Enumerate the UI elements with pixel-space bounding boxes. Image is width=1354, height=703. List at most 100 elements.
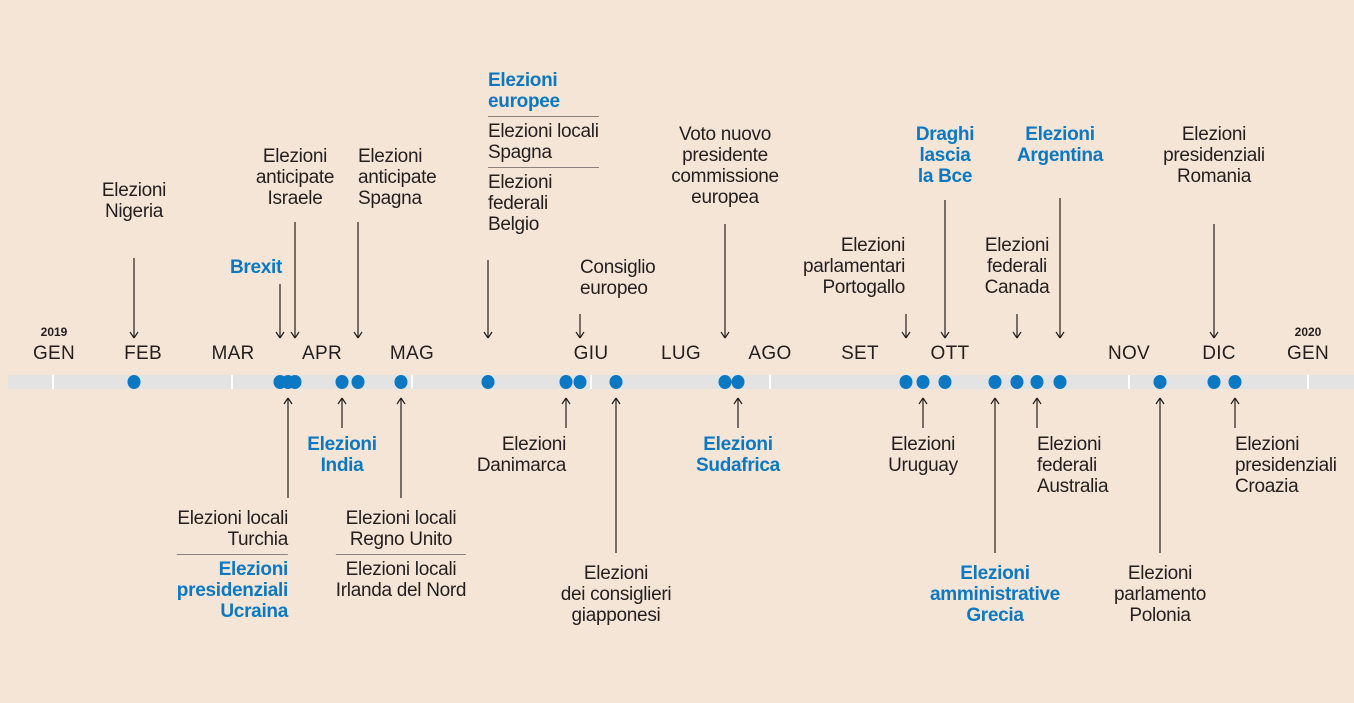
month-label-mar: MAR <box>211 343 255 364</box>
event-arrow <box>901 314 911 339</box>
event-dot <box>481 375 495 389</box>
event-label: Elezioni dei consiglieri giapponesi <box>561 563 672 626</box>
event-dot <box>559 375 573 389</box>
event-arrow <box>129 258 139 339</box>
event-arrow <box>918 397 928 428</box>
event-dot <box>938 375 952 389</box>
event-label: Elezioni India <box>307 434 377 476</box>
event-text: Elezioni anticipate Spagna <box>358 146 437 209</box>
event-dot <box>1207 375 1221 389</box>
event-text: Elezioni locali Turchia <box>177 508 288 550</box>
month-label-giu: GIU <box>573 343 609 364</box>
event-dot <box>1053 375 1067 389</box>
month-label-set: SET <box>841 343 879 364</box>
event-dot <box>731 375 745 389</box>
highlighted-event-text: Brexit <box>229 257 282 278</box>
event-label: Elezioni Danimarca <box>477 434 566 476</box>
event-text: Elezioni Nigeria <box>101 180 167 222</box>
month-label-gen: GEN <box>32 343 76 364</box>
event-text: Elezioni locali Irlanda del Nord <box>335 554 466 601</box>
event-text: Elezioni anticipate Israele <box>255 146 335 209</box>
event-label: Elezioni Argentina <box>1017 124 1103 166</box>
event-arrow <box>575 314 585 339</box>
event-label: Elezioni anticipate Israele <box>255 146 335 209</box>
event-text: Elezioni presidenziali Romania <box>1163 124 1265 187</box>
month-label-lug: LUG <box>661 343 701 364</box>
event-arrow <box>1155 397 1165 553</box>
event-arrow <box>611 397 621 553</box>
event-label: Elezioni amministrative Grecia <box>930 563 1060 626</box>
event-label: Elezioni presidenziali Croazia <box>1235 434 1337 497</box>
event-label: Elezioni Nigeria <box>102 180 166 222</box>
highlighted-event-text: Elezioni presidenziali Ucraina <box>176 554 288 622</box>
month-label-dic: DIC <box>1202 343 1236 364</box>
highlighted-event-text: Elezioni Argentina <box>1017 124 1103 166</box>
event-text: Elezioni federali Australia <box>1037 434 1109 497</box>
event-arrow <box>337 397 347 428</box>
event-dot <box>351 375 365 389</box>
event-dot <box>988 375 1002 389</box>
event-dot <box>609 375 623 389</box>
event-arrow <box>283 397 293 498</box>
month-label-mag: MAG <box>389 343 435 364</box>
event-dot <box>1153 375 1167 389</box>
event-text: Elezioni presidenziali Croazia <box>1235 434 1337 497</box>
event-arrow <box>1209 224 1219 339</box>
event-dot <box>281 375 295 389</box>
event-arrow <box>720 224 730 339</box>
event-dot <box>718 375 732 389</box>
axis-tick <box>231 375 233 389</box>
event-text: Elezioni Uruguay <box>888 434 958 476</box>
event-label: Elezioni presidenziali Romania <box>1163 124 1265 187</box>
event-text: Elezioni parlamento Polonia <box>1113 563 1207 626</box>
event-label: Draghi lascia la Bce <box>915 124 975 187</box>
year-start-label: 2019 <box>40 325 68 339</box>
month-label-nov: NOV <box>1107 343 1151 364</box>
event-text: Elezioni dei consiglieri giapponesi <box>560 563 672 626</box>
event-dot <box>573 375 587 389</box>
event-arrow <box>1230 397 1240 428</box>
event-label: Brexit <box>230 257 282 278</box>
event-text: Elezioni locali Spagna <box>488 116 599 163</box>
event-label: Elezioni parlamentari Portogallo <box>803 235 905 298</box>
event-label: Elezioni Uruguay <box>888 434 958 476</box>
event-label: Voto nuovo presidente commissione europe… <box>671 124 779 208</box>
month-label-feb: FEB <box>124 343 162 364</box>
event-text: Elezioni Danimarca <box>476 434 566 476</box>
highlighted-event-text: Draghi lascia la Bce <box>915 124 975 187</box>
event-arrow <box>353 222 363 339</box>
event-dot <box>1228 375 1242 389</box>
axis-tick <box>769 375 771 389</box>
axis-tick <box>411 375 413 389</box>
event-arrow <box>1012 314 1022 339</box>
event-arrow <box>396 397 406 498</box>
month-label-apr: APR <box>302 343 342 364</box>
event-arrow <box>275 284 285 339</box>
event-label: Elezioni federali Australia <box>1037 434 1109 497</box>
event-text: Consiglio europeo <box>580 257 656 299</box>
event-dot <box>335 375 349 389</box>
event-label: Elezioni anticipate Spagna <box>358 146 437 209</box>
month-label-ago: AGO <box>748 343 792 364</box>
month-label-gen: GEN <box>1286 343 1330 364</box>
year-end-label: 2020 <box>1294 325 1322 339</box>
highlighted-event-text: Elezioni amministrative Grecia <box>930 563 1060 626</box>
event-arrow <box>561 397 571 428</box>
event-label: Elezioni Sudafrica <box>696 434 780 476</box>
event-text: Elezioni federali Belgio <box>488 167 599 235</box>
event-dot <box>127 375 141 389</box>
event-arrow <box>1055 198 1065 339</box>
event-dot <box>899 375 913 389</box>
event-arrow <box>290 222 300 339</box>
event-label: Elezioni parlamento Polonia <box>1114 563 1206 626</box>
event-dot <box>1030 375 1044 389</box>
event-arrow <box>1032 397 1042 428</box>
month-label-ott: OTT <box>930 343 970 364</box>
axis-tick <box>1307 375 1309 389</box>
highlighted-event-text: Elezioni Sudafrica <box>696 434 780 476</box>
event-text: Elezioni locali Regno Unito <box>345 508 457 550</box>
